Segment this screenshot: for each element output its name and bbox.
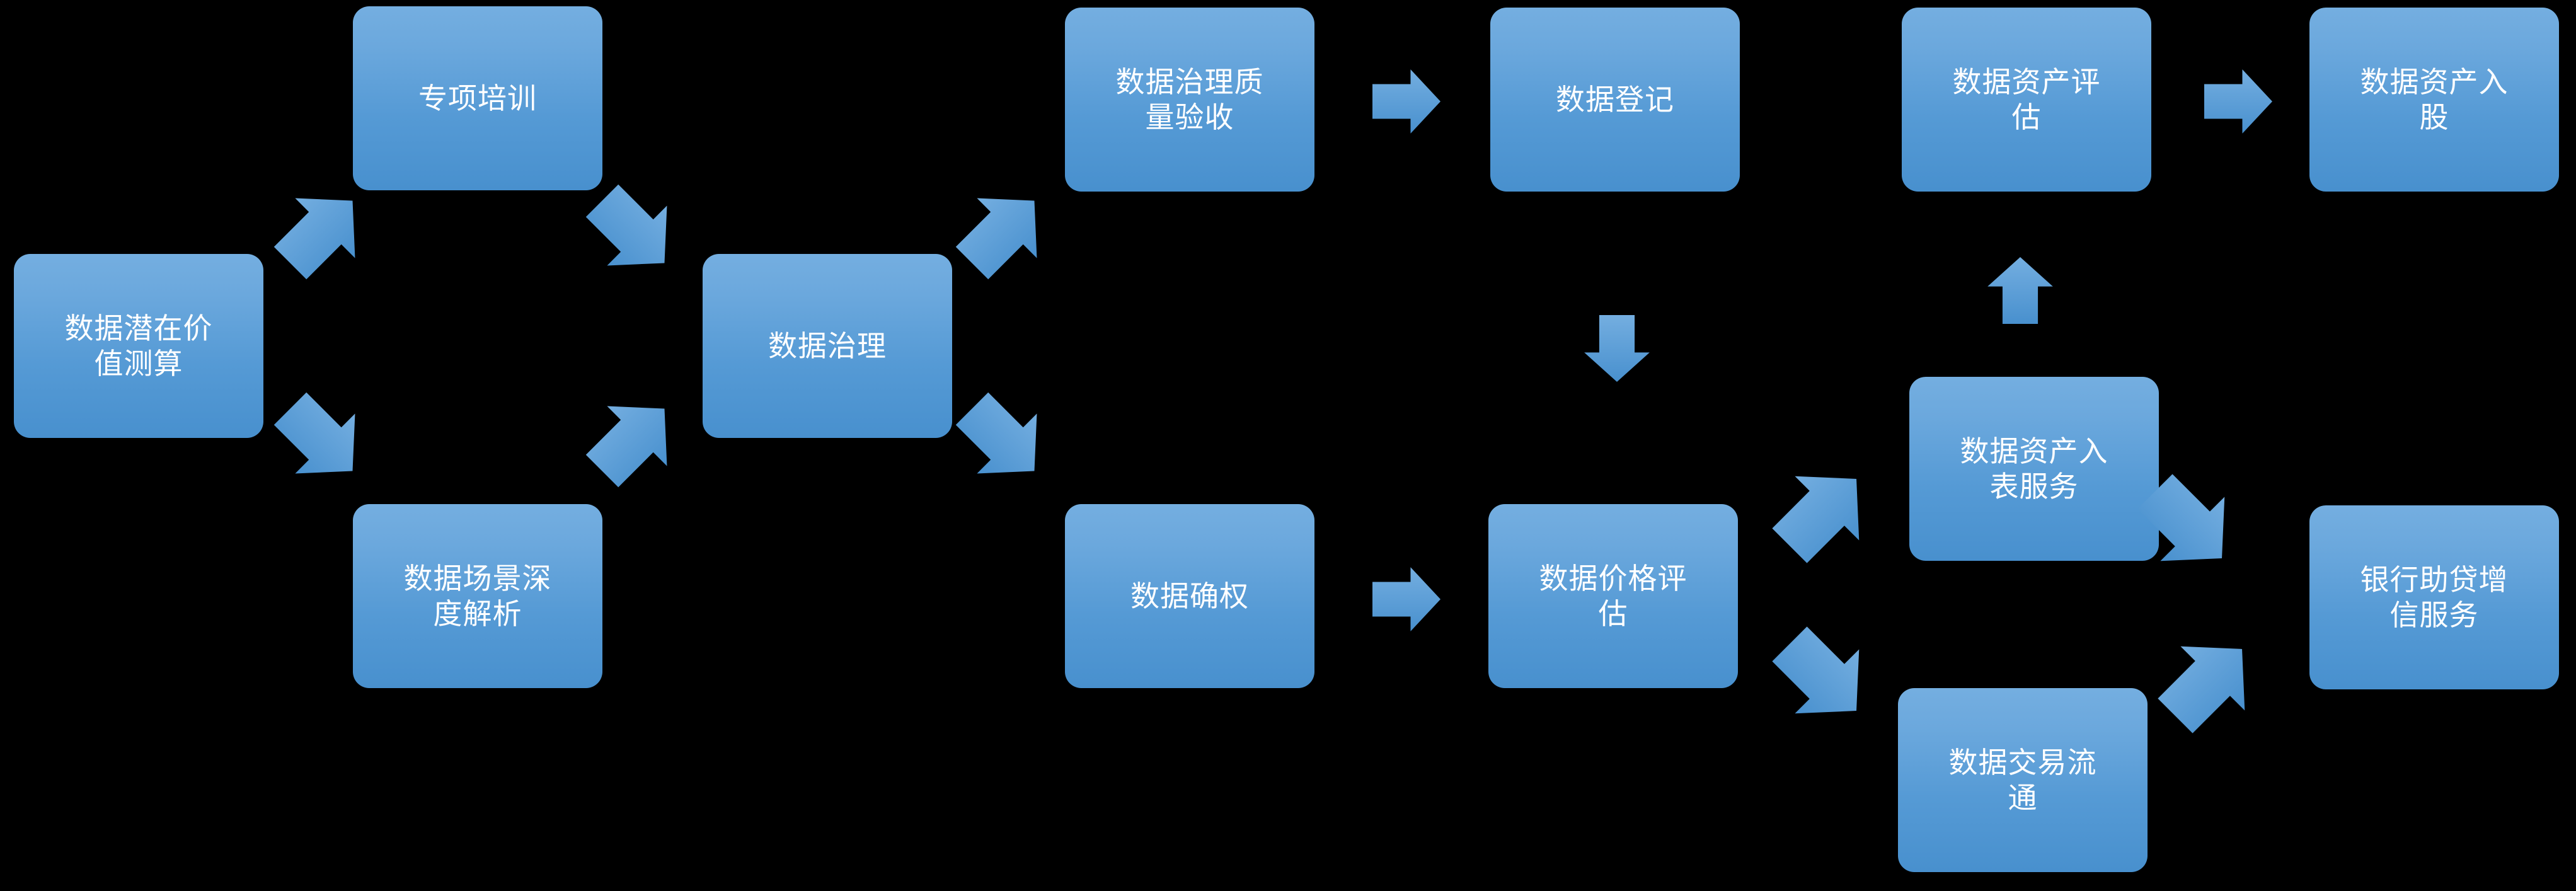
trading-to-bank-credit-arrow-icon — [2142, 616, 2275, 749]
node-n6[interactable]: 数据确权 — [1065, 504, 1314, 688]
node-label: 数据资产入 股 — [2360, 65, 2509, 134]
scene-to-governance-arrow-icon — [571, 377, 696, 502]
registration-to-pricing-arrow-icon — [1583, 315, 1651, 382]
node-n0[interactable]: 数据潜在价 值测算 — [14, 254, 263, 438]
node-n7[interactable]: 数据价格评 估 — [1488, 504, 1738, 688]
node-label: 数据资产入 表服务 — [1960, 434, 2108, 503]
node-n4[interactable]: 数据治理质 量验收 — [1065, 8, 1314, 192]
value-calc-to-training-arrow-icon — [259, 170, 384, 294]
node-n2[interactable]: 数据场景深 度解析 — [353, 504, 602, 688]
pricing-to-trading-arrow-icon — [1756, 611, 1890, 744]
node-label: 数据登记 — [1556, 83, 1674, 116]
node-label: 数据资产评 估 — [1952, 65, 2101, 134]
quality-to-registration-arrow-icon — [1372, 68, 1440, 135]
pricing-to-listing-arrow-icon — [1756, 446, 1890, 579]
node-n11[interactable]: 数据交易流 通 — [1898, 688, 2148, 872]
node-n3[interactable]: 数据治理 — [703, 254, 952, 438]
node-label: 数据价格评 估 — [1539, 561, 1688, 630]
node-label: 数据潜在价 值测算 — [64, 311, 213, 380]
node-n9[interactable]: 数据资产入 股 — [2309, 8, 2559, 192]
governance-to-quality-arrow-icon — [941, 170, 1066, 294]
listing-to-bank-credit-arrow-icon — [2122, 458, 2255, 592]
node-n10[interactable]: 数据资产入 表服务 — [1909, 377, 2159, 561]
node-n1[interactable]: 专项培训 — [353, 6, 602, 190]
listing-to-asset-valuation-arrow-icon — [1986, 257, 2054, 324]
rights-to-pricing-arrow-icon — [1372, 566, 1440, 633]
node-label: 专项培训 — [418, 81, 537, 115]
node-label: 数据交易流 通 — [1948, 745, 2097, 814]
node-label: 数据治理 — [768, 329, 887, 362]
governance-to-rights-arrow-icon — [941, 377, 1066, 502]
training-to-governance-arrow-icon — [571, 170, 696, 294]
node-n8[interactable]: 数据资产评 估 — [1902, 8, 2151, 192]
node-n12[interactable]: 银行助贷增 信服务 — [2309, 505, 2559, 689]
node-n5[interactable]: 数据登记 — [1490, 8, 1740, 192]
value-calc-to-scene-arrow-icon — [259, 377, 384, 502]
node-label: 数据治理质 量验收 — [1115, 65, 1264, 134]
node-label: 数据场景深 度解析 — [403, 561, 552, 630]
node-label: 银行助贷增 信服务 — [2360, 563, 2509, 631]
node-label: 数据确权 — [1130, 579, 1249, 612]
asset-valuation-to-equity-arrow-icon — [2204, 68, 2272, 135]
